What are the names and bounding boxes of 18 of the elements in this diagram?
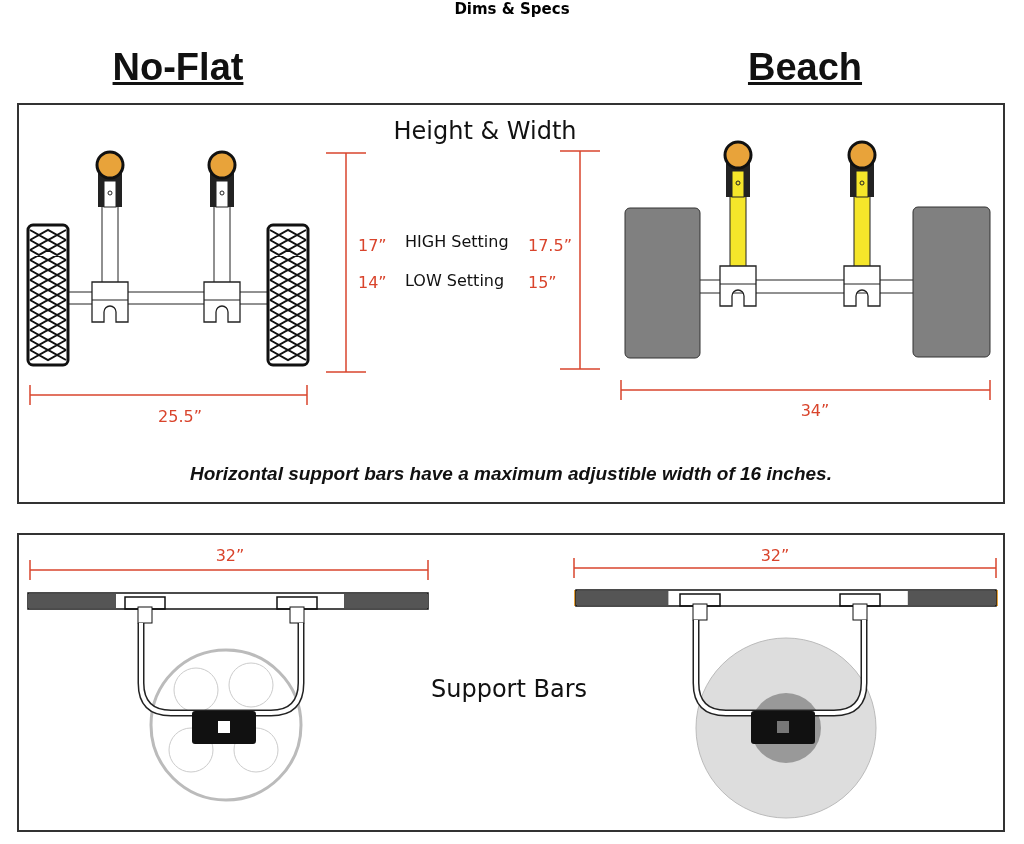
panel-heading: Height & Width <box>392 117 578 145</box>
dimension-label: 17.5” <box>528 236 572 255</box>
product-heading: Beach <box>746 46 864 89</box>
panel-heading: Support Bars <box>429 675 588 703</box>
dimension-label: 17” <box>358 236 387 255</box>
panel-frame <box>17 533 1005 832</box>
dimension-label: 34” <box>799 401 831 420</box>
dimension-label: 25.5” <box>157 407 203 426</box>
setting-label: LOW Setting <box>405 271 505 290</box>
dimension-label: 15” <box>528 273 557 292</box>
product-heading: No-Flat <box>111 46 245 89</box>
setting-label: HIGH Setting <box>405 232 509 251</box>
page-title: Dims & Specs <box>453 0 571 18</box>
dimension-label: 32” <box>214 546 246 565</box>
panel-frame <box>17 103 1005 504</box>
dimension-label: 32” <box>759 546 791 565</box>
note-text: Horizontal support bars have a maximum adjustible width of 16 inches. <box>189 463 833 485</box>
dimension-label: 14” <box>358 273 387 292</box>
